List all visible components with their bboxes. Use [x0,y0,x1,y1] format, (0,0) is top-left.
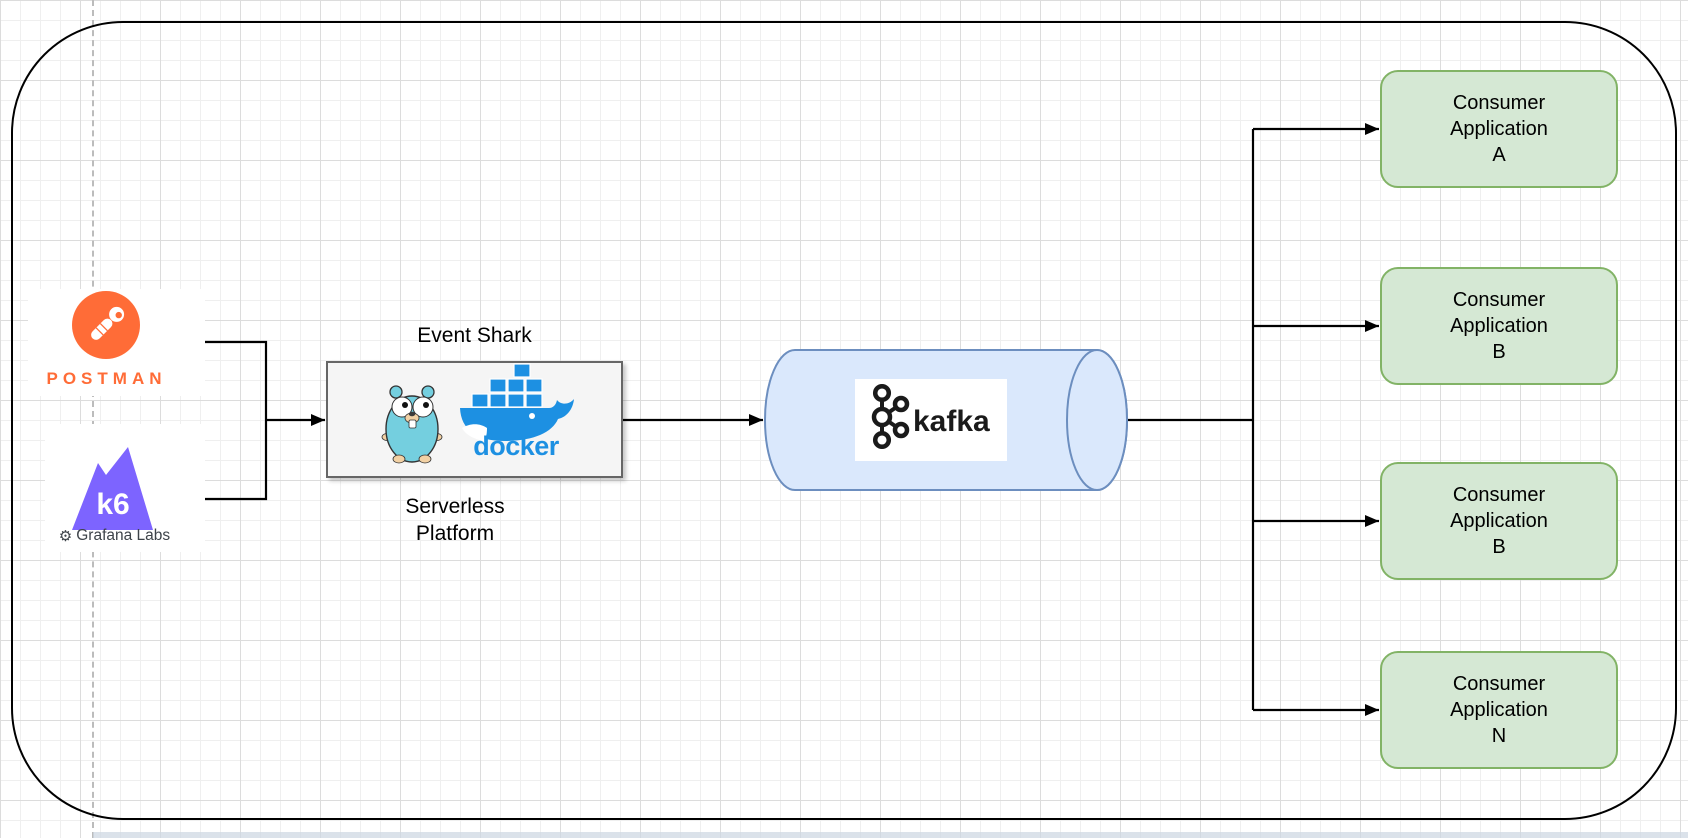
serverless-line: Serverless [405,495,505,518]
consumer-label-line: Application [1450,699,1548,721]
postman-wordmark: POSTMAN [46,369,167,388]
event-shark-title: Event Shark [417,324,532,347]
consumer-label-line: B [1492,341,1506,363]
page-break-line [92,0,94,838]
consumer-label-line: Consumer [1452,484,1546,506]
consumer-label-line: Application [1450,315,1548,337]
grafana-labs-logo: ⚙ Grafana Labs [42,527,187,545]
consumer-application-b1-node[interactable]: Consumer Application B [1380,267,1618,385]
grafana-gear-icon: ⚙ [58,526,73,545]
consumer-application-b2-node[interactable]: Consumer Application B [1380,462,1618,580]
consumer-label-line: B [1492,536,1506,558]
serverless-platform-label: Serverless Platform [330,493,580,547]
system-boundary[interactable] [11,21,1677,820]
page-edge-strip [93,832,1688,838]
platform-line: Platform [415,522,495,545]
consumer-label-line: Consumer [1452,673,1546,695]
consumer-label-line: Consumer [1452,92,1546,114]
consumer-label-line: N [1491,725,1507,747]
event-shark-node[interactable] [326,361,623,478]
consumer-application-a-node[interactable]: Consumer Application A [1380,70,1618,188]
consumer-label-line: A [1492,144,1506,166]
consumer-label-line: Application [1450,118,1548,140]
consumer-application-n-node[interactable]: Consumer Application N [1380,651,1618,769]
consumer-label-line: Application [1450,510,1548,532]
consumer-label-line: Consumer [1452,289,1546,311]
grafana-labs-label: Grafana Labs [76,527,171,544]
